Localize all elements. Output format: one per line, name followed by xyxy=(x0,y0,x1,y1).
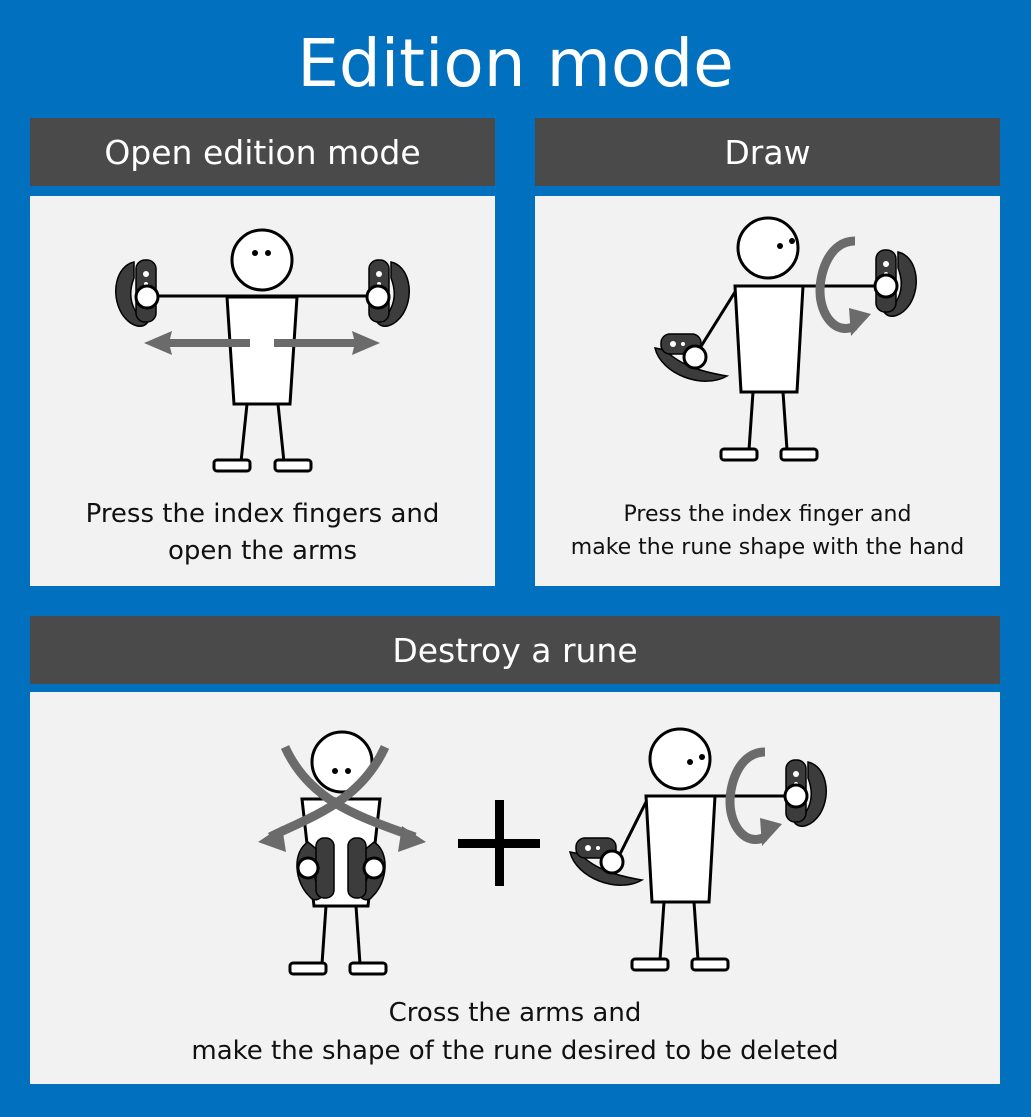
head xyxy=(736,216,800,280)
controller-left-icon xyxy=(654,333,730,382)
page-title: Edition mode xyxy=(297,25,734,102)
caption-line: Press the index fingers and xyxy=(85,499,440,529)
arrow-left-icon xyxy=(144,331,250,355)
draw-panel: Press the index finger and make the rune… xyxy=(535,196,1000,586)
open-edition-header: Open edition mode xyxy=(30,118,495,186)
torso xyxy=(733,284,805,394)
controller-right-icon xyxy=(873,249,917,317)
caption-line: Press the index finger and xyxy=(623,502,912,527)
caption-line: make the rune shape with the hand xyxy=(570,535,965,560)
caption-line: make the shape of the rune desired to be… xyxy=(191,1036,839,1066)
rune-drawing-figure xyxy=(569,727,827,972)
draw-caption: Press the index finger and make the rune… xyxy=(535,498,1000,564)
draw-figure xyxy=(654,216,917,462)
destroy-figure xyxy=(258,727,827,976)
head xyxy=(230,228,294,292)
caption-line: open the arms xyxy=(167,536,358,566)
plus-icon xyxy=(458,800,540,886)
controller-right-icon xyxy=(365,259,410,327)
destroy-panel: Cross the arms and make the shape of the… xyxy=(30,692,1000,1084)
crossed-arms-figure xyxy=(258,730,426,976)
caption-line: Cross the arms and xyxy=(388,998,642,1028)
open-edition-caption: Press the index fingers and open the arm… xyxy=(30,496,495,570)
open-edition-panel: Press the index fingers and open the arm… xyxy=(30,196,495,586)
destroy-caption: Cross the arms and make the shape of the… xyxy=(30,994,1000,1070)
controller-left-icon xyxy=(115,259,160,327)
draw-header: Draw xyxy=(535,118,1000,186)
arrow-right-icon xyxy=(274,331,380,355)
open-arms-figure xyxy=(115,228,410,473)
torso xyxy=(225,295,299,406)
destroy-header: Destroy a rune xyxy=(30,616,1000,684)
rotate-arrow-icon xyxy=(815,236,871,336)
